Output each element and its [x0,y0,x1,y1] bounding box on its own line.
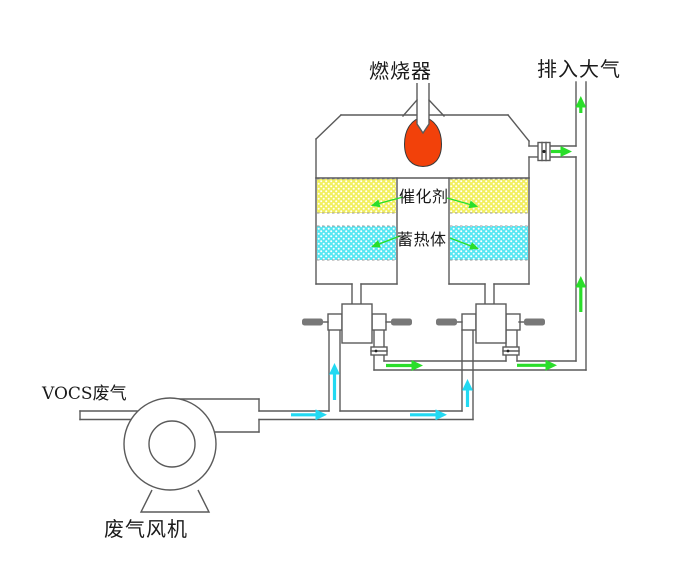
layer-dashed-edges [317,178,528,261]
valve-handle-icon [391,318,412,326]
tower-down-pipes [351,283,495,305]
catalyst-layer-left [317,179,396,213]
inlet-gas-label: VOCS废气 [42,384,127,404]
regenerator-tower-left [315,177,398,285]
outlet-flow-arrows [386,96,587,371]
exhaust-label: 排入大气 [537,57,621,81]
valve-handle-icon [524,318,545,326]
heat-storage-layer-left [317,226,396,260]
valve-handle-icon [436,318,457,326]
burner-label: 燃烧器 [369,59,432,83]
fan-inlet-eye [148,420,196,468]
label-pointer-arrows [370,196,479,250]
switch-valve-right [436,303,545,344]
fan-stand [139,489,211,513]
waste-gas-fan [123,397,260,513]
combustion-chamber [315,114,530,179]
catalyst-label: 催化剂 [399,187,449,206]
burner-pipe [402,83,445,135]
valve-handle-icon [302,318,323,326]
catalyst-layer-right [450,179,528,213]
fan-label: 废气风机 [104,517,188,541]
pipe-coupling-left [370,346,388,356]
burner-flame [403,116,443,168]
regenerator-tower-right [448,177,530,285]
fan-inlet-pipe [79,410,138,421]
switch-valve-left [302,303,412,344]
inlet-flow-arrows [291,363,473,421]
pipe-coupling-right [502,346,520,356]
exhaust-stack-pipe [575,81,587,371]
heat-storage-label: 蓄热体 [397,230,447,249]
outlet-valve [537,141,551,162]
